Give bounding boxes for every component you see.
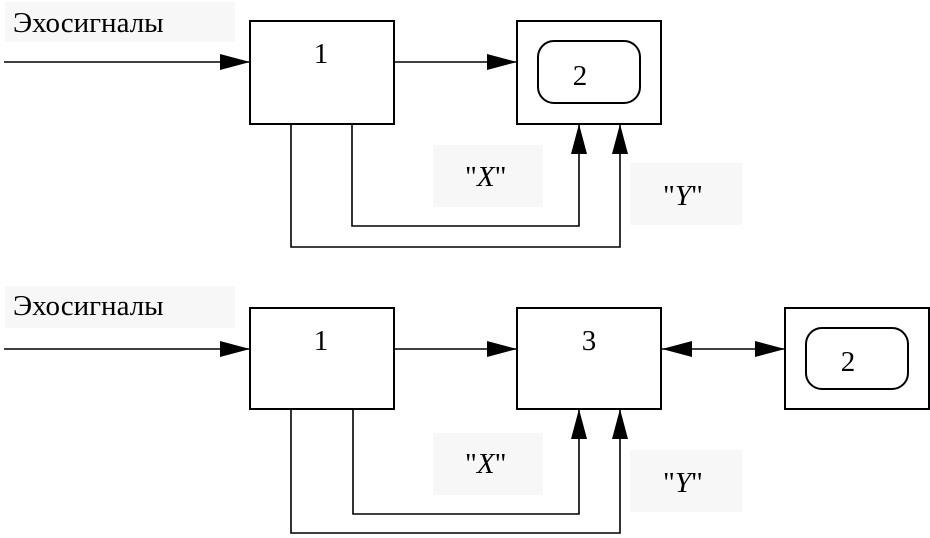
block-1-label: 1	[314, 38, 329, 70]
block-3-label: 3	[582, 325, 597, 357]
signal-y-label: "Y"	[663, 180, 703, 212]
input-label: Эхосигналы	[13, 290, 164, 322]
block-2-inner	[805, 327, 909, 390]
input-label: Эхосигналы	[13, 7, 164, 39]
signal-y-label-background	[630, 163, 742, 225]
block-1	[249, 307, 395, 410]
signal-x-label: "X"	[465, 448, 506, 480]
signal-y-label: "Y"	[663, 467, 703, 499]
block-1-label: 1	[314, 325, 329, 357]
signal-x-label-background	[433, 145, 543, 207]
signal-y-line	[290, 124, 628, 248]
signal-x-line	[351, 124, 587, 227]
block-3	[516, 307, 662, 410]
signal-x-label-background	[433, 433, 543, 495]
block-1	[249, 20, 395, 125]
signal-y-label-background	[630, 450, 742, 512]
signal-x-line	[352, 409, 587, 515]
signal-y-line	[290, 409, 628, 534]
block-2-inner	[537, 40, 641, 104]
input-label-background	[5, 286, 235, 328]
diagram-bottom: Эхосигналы 1 3 2 "X" "Y"	[4, 286, 930, 534]
block-2-label: 2	[573, 60, 588, 92]
signal-x-label: "X"	[465, 161, 506, 193]
diagram-top: Эхосигналы 1 2 "X" "Y"	[4, 2, 742, 248]
input-label-background	[5, 2, 235, 42]
block-2-label: 2	[841, 346, 856, 378]
